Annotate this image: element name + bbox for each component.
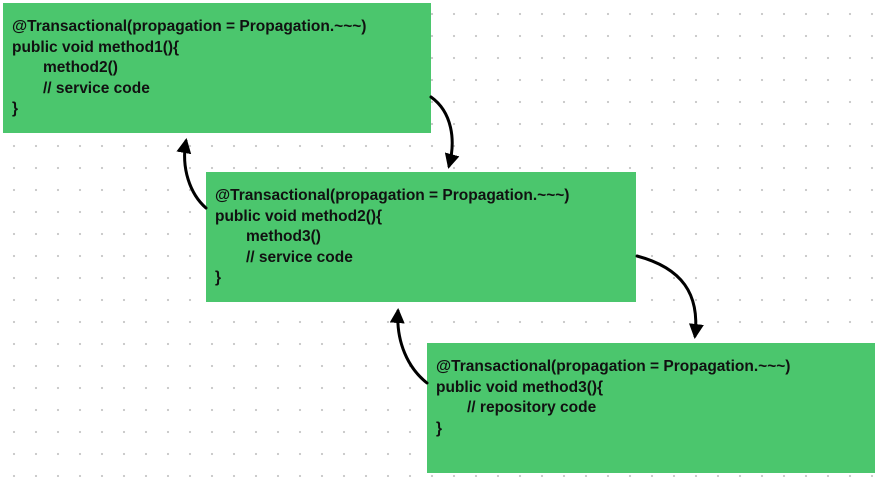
- box1-line-5: }: [12, 100, 19, 117]
- box2-line-4: // service code: [246, 248, 353, 266]
- box3-line-2: public void method3(){: [436, 378, 604, 396]
- box1-line-3: method2(): [43, 59, 118, 76]
- box1-line-2: public void method1(){: [12, 38, 180, 56]
- box1-line-4: // service code: [43, 79, 150, 97]
- box2-line-2: public void method2(){: [215, 207, 383, 225]
- return-arrow-method3-to-method2: [389, 308, 429, 385]
- box2-line-3: method3(): [246, 228, 321, 245]
- box1-line-1: @Transactional(propagation = Propagation…: [12, 18, 367, 35]
- box3-line-3: // repository code: [467, 399, 597, 416]
- return-arrow-method2-to-method1: [176, 138, 208, 210]
- method1-code-box: @Transactional(propagation = Propagation…: [3, 3, 431, 133]
- box3-line-1: @Transactional(propagation = Propagation…: [436, 358, 791, 375]
- call-arrow-method2-to-method3: [635, 254, 704, 339]
- call-arrow-method1-to-method2: [429, 95, 460, 169]
- box2-line-5: }: [215, 269, 222, 286]
- method2-code-box: @Transactional(propagation = Propagation…: [206, 172, 636, 302]
- box2-line-1: @Transactional(propagation = Propagation…: [215, 187, 570, 204]
- method3-code-box: @Transactional(propagation = Propagation…: [427, 343, 875, 473]
- box3-line-4: }: [436, 419, 443, 437]
